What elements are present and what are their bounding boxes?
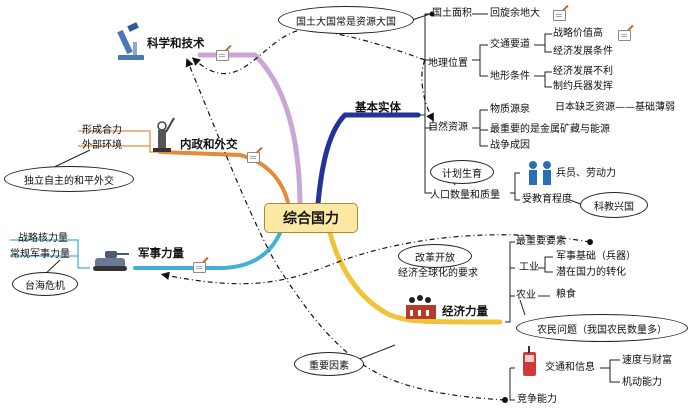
note-icon [618, 30, 631, 41]
basic-traffic: 交通要道 [490, 39, 530, 50]
econ-industry-item-1: 军事基础（兵器） [556, 251, 636, 262]
econ-transport-item-1: 速度与财富 [622, 355, 672, 366]
econ-transport: 交通和信息 [545, 362, 595, 373]
note-icon [193, 262, 206, 273]
tank-icon [93, 251, 129, 271]
basic-land: 国土面积 [432, 8, 472, 19]
econ-grain: 粮食 [556, 289, 576, 300]
bubble-reform: 改革开放 [398, 244, 472, 268]
bubble-taiwan: 台海危机 [12, 272, 78, 296]
basic-terrain-item-2: 制约兵器发挥 [553, 81, 613, 92]
basic-res-war: 战争成因 [490, 140, 530, 151]
bubble-big-country: 国土大国常是资源大国 [278, 6, 414, 34]
branch-label-politics: 内政和外交 [180, 137, 238, 151]
basic-terrain-item-1: 经济发展不利 [553, 66, 613, 77]
note-icon [553, 10, 566, 21]
econ-agriculture: 农业 [516, 290, 536, 301]
branch-military [133, 231, 282, 270]
econ-transport-item-2: 机动能力 [622, 377, 662, 388]
bubble-important-factor: 重要因素 [294, 352, 364, 376]
econ-key-element: 最重要要素 [516, 236, 566, 247]
branch-science [197, 52, 303, 211]
statue-icon [153, 117, 175, 152]
basic-traffic-item-2: 经济发展条件 [553, 46, 613, 57]
phone-icon [523, 346, 536, 376]
politics-item-1: 形成合力 [82, 125, 122, 136]
basic-resources: 自然资源 [428, 122, 468, 133]
military-item-2: 常规军事力量 [10, 249, 70, 260]
note-icon [247, 152, 260, 163]
econ-competition: 竞争能力 [517, 394, 557, 405]
basic-res-material: 物质源泉 [490, 104, 530, 115]
branch-label-science: 科学和技术 [147, 36, 205, 50]
people-icon [529, 161, 551, 185]
econ-industry-item-2: 潜在国力的转化 [556, 267, 626, 278]
military-item-1: 战略核力量 [18, 233, 68, 244]
basic-terrain: 地形条件 [490, 71, 530, 82]
econ-globalization: 经济全球化的要求 [398, 268, 478, 279]
basic-res-important: 最重要的是金属矿藏与能源 [490, 124, 610, 135]
econ-industry: 工业 [519, 262, 539, 273]
branch-label-basic: 基本实体 [355, 100, 401, 114]
bubble-farmers: 农民问题（我国农民数量多） [516, 314, 688, 342]
center-node: 综合国力 [264, 203, 358, 233]
basic-land-note: 回旋余地大 [490, 8, 540, 19]
basic-res-japan: 日本缺乏资源——基础薄弱 [555, 102, 675, 113]
microscope-icon [117, 22, 144, 60]
basic-pop-labor: 兵员、劳动力 [556, 168, 616, 179]
branch-economy [327, 230, 503, 325]
branch-basic [315, 112, 421, 207]
branch-politics [158, 150, 292, 215]
politics-item-2: 外部环境 [82, 140, 122, 151]
branch-label-economy: 经济力量 [442, 304, 488, 318]
dashed-connector-military [160, 234, 591, 285]
note-icon [216, 50, 229, 61]
basic-population: 人口数量和质量 [430, 190, 500, 201]
bubble-diplomacy: 独立自主的和平外交 [4, 166, 134, 192]
branch-label-military: 军事力量 [138, 246, 184, 260]
crowd-icon [406, 295, 436, 319]
dashed-connector-science [191, 29, 426, 75]
bubble-sci-edu: 科教兴国 [580, 192, 648, 218]
basic-traffic-item-1: 战略价值高 [553, 28, 603, 39]
basic-geo: 地理位置 [428, 58, 468, 69]
bubble-family-planning: 计划生育 [430, 160, 494, 184]
basic-pop-education: 受教育程度 [522, 194, 572, 205]
